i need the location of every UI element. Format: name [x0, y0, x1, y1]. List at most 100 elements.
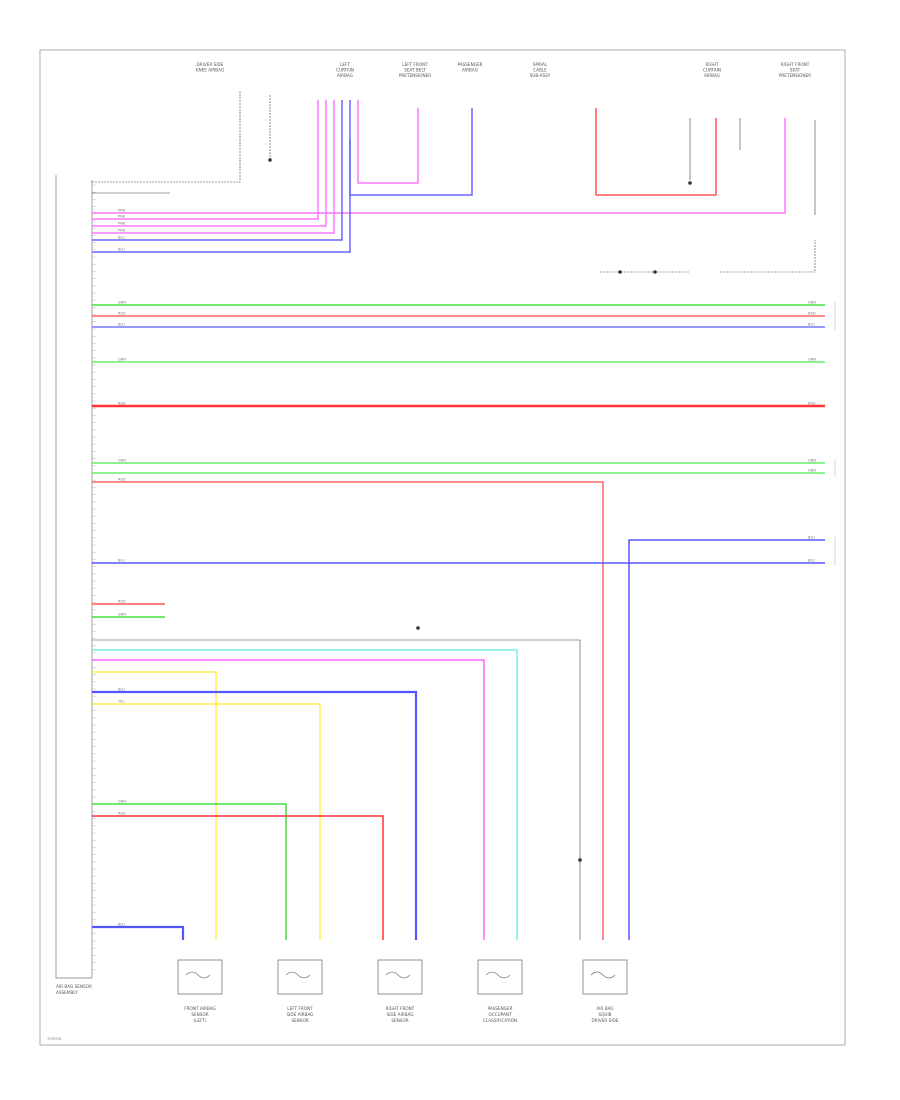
wire-yellow-a — [92, 671, 217, 940]
module-label-line2: ASSEMBLY — [56, 990, 78, 995]
top-component-label: CURTAIN — [703, 68, 721, 73]
wire-blue-c — [628, 539, 825, 940]
wire-color-tag: GRN — [118, 800, 126, 804]
module-label-line1: AIR BAG SENSOR — [56, 984, 92, 989]
wire-color-tag: GRN — [118, 358, 126, 362]
wire-color-tag: GRN — [808, 469, 816, 473]
bottom-component-label: LEFT FRONT — [287, 1006, 313, 1011]
squib-symbol — [590, 971, 616, 979]
squib-symbol — [285, 971, 311, 979]
bottom-component-label: OCCUPANT — [488, 1012, 511, 1017]
bottom-component-label: SENSOR — [391, 1018, 408, 1023]
wire-color-tag: GRN — [118, 459, 126, 463]
bottom-component-label: RIGHT FRONT — [386, 1006, 415, 1011]
bottom-component-label: SENSOR — [291, 1018, 308, 1023]
bottom-component-label: DRIVER SIDE — [592, 1018, 619, 1023]
wire-color-tag: RED — [118, 312, 126, 316]
wire-color-tag: BLU — [118, 248, 125, 252]
wire-color-tag: BLU — [118, 323, 125, 327]
wire-blue-1 — [92, 100, 343, 241]
wire-blue-knee — [349, 108, 473, 196]
wire-color-tag: BLU — [118, 923, 125, 927]
top-component-label: SPIRAL — [533, 62, 548, 67]
top-component-label: AIRBAG — [337, 73, 353, 78]
bottom-component-label: CLASSIFICATION — [483, 1018, 517, 1023]
wire-blue-squib — [92, 925, 185, 940]
top-component-label: PASSENGER — [457, 62, 482, 67]
squib-symbol — [185, 971, 211, 979]
top-component-label: CURTAIN — [336, 68, 354, 73]
squib-symbol — [485, 971, 511, 979]
top-component-label: AIRBAG — [462, 68, 478, 73]
wire-red-low — [92, 815, 384, 940]
wire-pink-knee — [357, 100, 419, 184]
component-box — [277, 959, 323, 995]
wire-green-low — [92, 803, 287, 940]
wire-color-tag: PNK — [118, 209, 126, 213]
bottom-component-label: SQUIB — [598, 1012, 611, 1017]
wire-blue-low — [92, 690, 418, 940]
wire-color-tags: GRN RED BLU GRN RED GRN RED BLU RED GRN BLU YEL GRN R… — [118, 209, 816, 927]
top-component-label: SEAT — [790, 68, 801, 73]
bottom-component-label: PASSENGER — [487, 1006, 512, 1011]
wire-color-tag: BLU — [118, 688, 125, 692]
wire-color-tag: GRN — [808, 459, 816, 463]
wire-pink-top — [92, 118, 786, 214]
top-component-label: PRETENSIONER — [779, 73, 811, 78]
component-box — [377, 959, 423, 995]
wire-color-tag: BLU — [808, 323, 815, 327]
top-component-label: RIGHT FRONT — [781, 62, 810, 67]
wire-color-tag: PNK — [118, 215, 126, 219]
top-component-label: AIRBAG — [704, 73, 720, 78]
splice-dots — [268, 158, 692, 862]
bottom-component-label: (LEFT) — [193, 1018, 207, 1023]
wire-color-tag: BLU — [118, 559, 125, 563]
wire-pink-low — [92, 659, 485, 940]
wire-color-tag: BLU — [808, 559, 815, 563]
airbag-module-connector — [55, 175, 96, 979]
bottom-component-label: SIDE AIRBAG — [286, 1012, 313, 1017]
wire-red-c — [92, 481, 604, 940]
wire-color-tag: BLU — [118, 236, 125, 240]
top-component-label: KNEE AIRBAG — [196, 68, 224, 73]
wire-harness — [92, 100, 825, 940]
wire-color-tag: RED — [118, 600, 126, 604]
top-component-label: LEFT FRONT — [402, 62, 428, 67]
wire-cyan — [92, 649, 518, 940]
wire-color-tag: BLU — [808, 536, 815, 540]
wire-color-tag: PNK — [118, 229, 126, 233]
wire-color-tag: GRN — [118, 613, 126, 617]
wire-yellow-b — [92, 703, 321, 940]
wire-color-tag: YEL — [118, 700, 124, 704]
top-component-label: CABLE — [533, 68, 547, 73]
ground-lines — [92, 90, 816, 940]
wire-color-tag: GRN — [118, 301, 126, 305]
wire-color-tag: PNK — [118, 222, 126, 226]
wire-color-tag: GRN — [808, 301, 816, 305]
component-box — [477, 959, 523, 995]
bottom-component-label: SENSOR — [191, 1012, 208, 1017]
wire-color-tag: RED — [808, 402, 816, 406]
wire-color-tag: RED — [808, 312, 816, 316]
page-code: TOYOTA — [46, 1037, 62, 1041]
component-box — [582, 959, 628, 995]
wire-blue-2 — [92, 100, 351, 253]
wire-pink-2 — [92, 100, 319, 220]
squib-symbol — [385, 971, 411, 979]
wire-color-tag: RED — [118, 402, 126, 406]
top-component-label: SEAT BELT — [404, 68, 426, 73]
top-component-label: DRIVER SIDE — [197, 62, 224, 67]
bottom-component-label: FRONT AIRBAG — [184, 1006, 216, 1011]
wire-color-tag: RED — [118, 812, 126, 816]
top-component-label: PRETENSIONER — [399, 73, 431, 78]
bottom-component-label: SIDE AIRBAG — [386, 1012, 413, 1017]
wire-red-pass — [595, 108, 717, 196]
wire-pink-4 — [92, 100, 335, 234]
wire-color-tag: GRN — [808, 358, 816, 362]
diagram-frame — [39, 49, 846, 1046]
top-component-label: RIGHT — [705, 62, 719, 67]
top-component-label: SUB-ASSY — [530, 73, 551, 78]
top-component-label: LEFT — [340, 62, 350, 67]
